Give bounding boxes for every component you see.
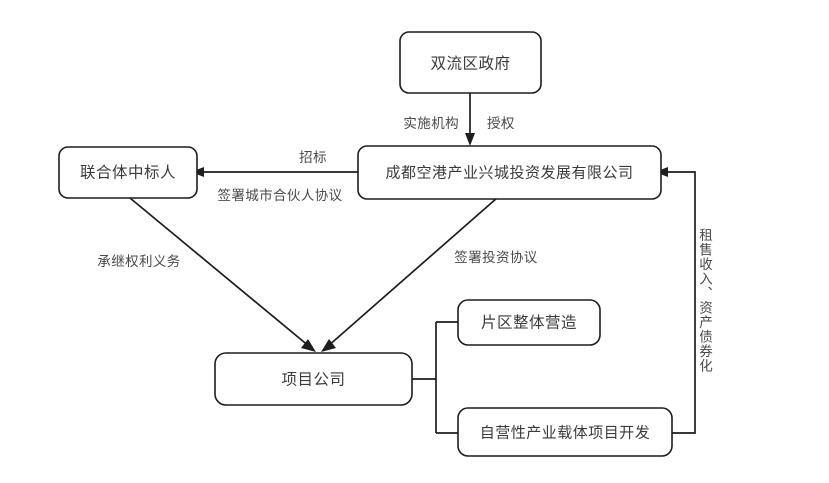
node-self-operated-development-label: 自营性产业载体项目开发 xyxy=(480,424,651,442)
node-area-development-label: 片区整体营造 xyxy=(481,314,577,332)
arrow-head-consortium-to-project xyxy=(301,339,316,352)
node-area-development[interactable]: 片区整体营造 xyxy=(457,299,601,346)
node-project-company[interactable]: 项目公司 xyxy=(214,352,413,406)
edge-revenue-loop xyxy=(661,171,696,434)
node-platform-company-label: 成都空港产业兴城投资发展有限公司 xyxy=(385,164,633,182)
arrow-head-government-to-platform xyxy=(465,133,475,146)
node-government-shape xyxy=(399,31,542,94)
node-platform-company-shape xyxy=(357,145,662,200)
edge-label-bidding: 招标 xyxy=(299,150,327,166)
edge-platform-to-project xyxy=(326,197,498,348)
node-consortium-winner-label: 联合体中标人 xyxy=(80,164,176,182)
node-platform-company[interactable]: 成都空港产业兴城投资发展有限公司 xyxy=(357,145,662,200)
edge-label-rental-income-securitization: 租售收入、资产债券化 xyxy=(696,228,713,374)
node-self-operated-development[interactable]: 自营性产业载体项目开发 xyxy=(457,407,673,457)
edge-label-succeed-rights-obligations: 承继权利义务 xyxy=(97,253,180,270)
node-project-company-shape xyxy=(214,352,413,406)
edge-layer xyxy=(129,93,696,434)
node-government[interactable]: 双流区政府 xyxy=(399,31,542,94)
node-self-operated-development-shape xyxy=(457,407,673,457)
edge-label-investment-agreement: 签署投资协议 xyxy=(454,249,537,266)
edge-label-city-partner-agreement: 签署城市合伙人协议 xyxy=(217,187,342,204)
node-consortium-winner-shape xyxy=(58,146,198,199)
edge-label-authorization: 授权 xyxy=(487,115,515,132)
arrow-head-platform-to-project xyxy=(321,339,336,352)
edge-label-implementing-agency: 实施机构 xyxy=(403,116,459,132)
edge-consortium-to-project xyxy=(129,197,311,348)
node-government-label: 双流区政府 xyxy=(430,55,510,73)
node-consortium-winner[interactable]: 联合体中标人 xyxy=(58,146,198,199)
node-layer: 双流区政府 成都空港产业兴城投资发展有限公司 联合体中标人 项目公司 片区整体营… xyxy=(58,31,673,457)
node-area-development-shape xyxy=(457,299,601,346)
edge-label-layer: 实施机构 授权 招标 签署城市合伙人协议 承继权利义务 签署投资协议 租售收入、… xyxy=(97,115,712,373)
node-project-company-label: 项目公司 xyxy=(281,371,345,389)
